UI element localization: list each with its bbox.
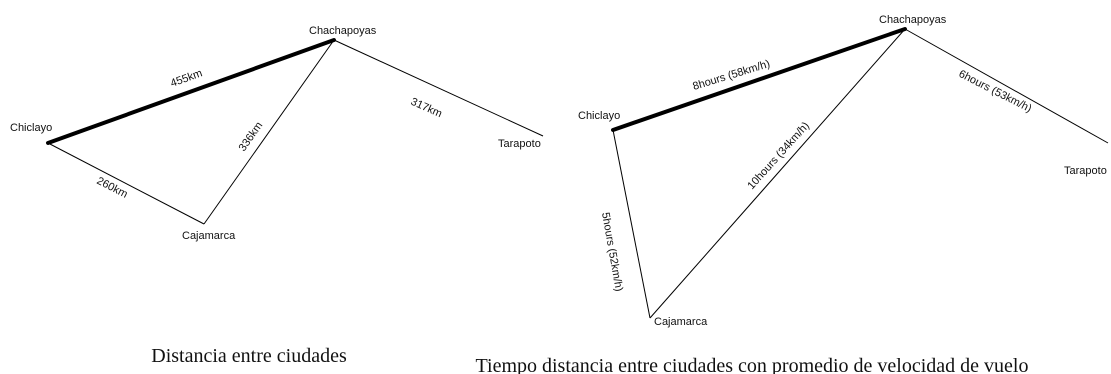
edge-label-chachapoyas-tarapoto: 317km: [409, 96, 444, 120]
edge-label-chiclayo-chachapoyas: 455km: [169, 67, 204, 90]
city-label-chiclayo: Chiclayo: [10, 122, 52, 134]
left-diagram-caption: Distancia entre ciudades: [151, 345, 347, 367]
left-diagram: Chachapoyas Chiclayo Tarapoto Cajamarca …: [10, 25, 544, 367]
edge-chiclayo-chachapoyas-time: [611, 27, 907, 132]
edge-label-chiclayo-cajamarca-time: 5hours (52km/h): [599, 211, 625, 292]
edge-chiclayo-chachapoyas: [46, 38, 336, 145]
edge-chiclayo-cajamarca: [47, 142, 205, 225]
edge-label-chachapoyas-tarapoto-time: 6hours (53km/h): [957, 68, 1034, 115]
city-label-cajamarca: Cajamarca: [182, 230, 236, 242]
right-diagram: Chachapoyas Chiclayo Tarapoto Cajamarca …: [476, 14, 1109, 374]
edge-chachapoyas-tarapoto: [333, 39, 544, 137]
city-label-chiclayo-time: Chiclayo: [578, 110, 620, 122]
city-label-tarapoto-time: Tarapoto: [1064, 165, 1107, 177]
edge-label-chachapoyas-cajamarca: 336km: [237, 120, 266, 154]
city-label-chachapoyas-time: Chachapoyas: [879, 14, 947, 26]
edge-chachapoyas-cajamarca: [203, 39, 335, 225]
city-label-cajamarca-time: Cajamarca: [654, 316, 708, 328]
edge-label-chiclayo-cajamarca: 260km: [95, 175, 130, 201]
edge-chiclayo-cajamarca-time: [612, 129, 651, 319]
edge-chachapoyas-tarapoto-time: [904, 28, 1109, 144]
edge-label-chachapoyas-cajamarca-time: 10hours (34km/h): [745, 120, 812, 192]
city-label-chachapoyas: Chachapoyas: [309, 25, 377, 37]
edge-chachapoyas-cajamarca-time: [649, 28, 906, 319]
right-diagram-caption: Tiempo distancia entre ciudades con prom…: [476, 355, 1029, 374]
city-label-tarapoto: Tarapoto: [498, 138, 541, 150]
